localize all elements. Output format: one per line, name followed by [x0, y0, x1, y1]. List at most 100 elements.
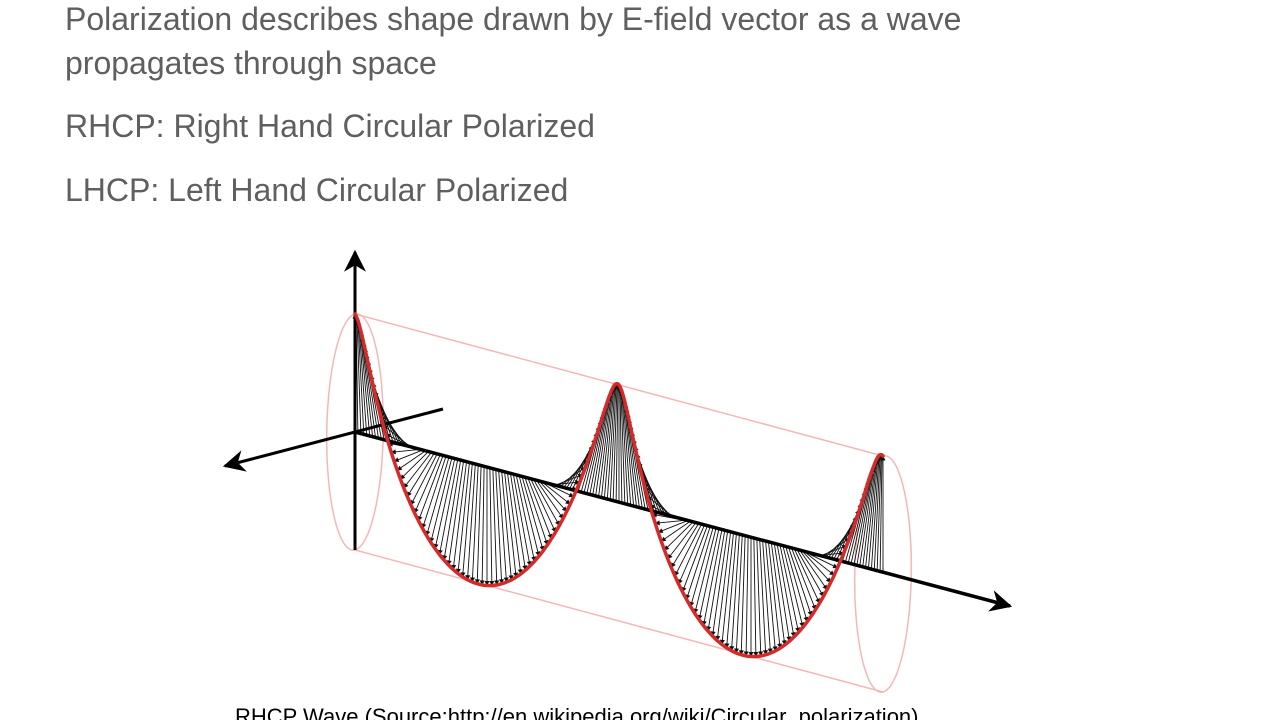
- e-field-vector: [609, 383, 619, 501]
- e-field-vector: [533, 479, 560, 526]
- bullet-polarization-definition: Polarization describes shape drawn by E-…: [65, 0, 961, 85]
- e-field-vector: [479, 466, 485, 586]
- e-field-vector: [678, 525, 705, 585]
- e-field-vector: [414, 454, 441, 514]
- e-field-vector: [800, 551, 828, 591]
- e-field-vector: [762, 541, 773, 654]
- e-field-vector: [403, 452, 432, 489]
- e-field-vector: [803, 552, 832, 583]
- e-field-vector: [425, 457, 450, 536]
- e-field-vector: [446, 461, 464, 566]
- e-field-vector: [724, 534, 737, 649]
- figure-caption: RHCP Wave (Source:http://en.wikipedia.or…: [235, 704, 919, 720]
- e-field-vector: [615, 383, 621, 503]
- e-field-vector: [507, 472, 523, 575]
- e-field-vector: [504, 472, 519, 578]
- cylinder-end-ellipse: [853, 455, 913, 693]
- e-field-vector: [710, 532, 728, 637]
- e-field-vector: [806, 553, 835, 576]
- e-field-vector: [595, 392, 613, 497]
- e-field-vector: [429, 457, 453, 543]
- cylinder-edge: [354, 549, 884, 693]
- e-field-vector: [782, 547, 805, 628]
- e-field-vector: [759, 540, 768, 656]
- e-field-vector: [689, 528, 714, 607]
- e-field-vector: [618, 388, 626, 505]
- e-field-vector: [489, 468, 495, 586]
- e-field-vector: [501, 471, 514, 581]
- e-field-vector: [359, 331, 374, 437]
- e-field-vector: [862, 460, 878, 569]
- e-field-vector: [779, 546, 801, 633]
- e-field-vector: [539, 481, 568, 512]
- e-field-vector: [667, 523, 696, 560]
- e-field-vector: [620, 394, 632, 507]
- e-field-vector: [512, 474, 532, 567]
- e-field-vector: [536, 480, 564, 520]
- e-field-vector: [515, 475, 537, 562]
- e-field-vector: [768, 543, 783, 649]
- e-field-vector: [693, 528, 717, 614]
- e-field-vector: [873, 454, 883, 572]
- e-field-vectors: [352, 313, 886, 657]
- e-field-vector: [853, 470, 874, 567]
- e-field-vector: [660, 521, 690, 542]
- e-field-vector: [521, 476, 545, 552]
- e-field-vector: [382, 424, 411, 448]
- e-field-vector: [433, 458, 456, 550]
- e-field-vector: [753, 539, 759, 657]
- e-field-vector: [774, 544, 792, 642]
- e-field-vector: [743, 537, 749, 657]
- e-field-vector: [756, 540, 764, 657]
- e-field-vector: [617, 386, 623, 504]
- e-field-vector: [495, 469, 504, 585]
- e-field-vector: [664, 522, 693, 551]
- e-field-vector: [442, 460, 462, 561]
- e-field-vector: [870, 455, 882, 571]
- e-field-vector: [785, 547, 809, 623]
- e-field-vector: [674, 524, 702, 577]
- e-field-vector: [864, 458, 879, 570]
- e-field-vector: [606, 384, 618, 500]
- e-field-vector: [356, 323, 368, 436]
- e-field-vector: [527, 478, 553, 540]
- horizontal-axis-arrow: [222, 407, 444, 472]
- e-field-vector: [465, 464, 476, 581]
- e-field-vector: [530, 479, 556, 533]
- e-field-vector: [603, 385, 617, 500]
- e-field-vector: [619, 390, 629, 506]
- e-field-vector: [600, 387, 615, 499]
- bullet-rhcp: RHCP: Right Hand Circular Polarized: [65, 108, 595, 144]
- e-field-vector: [474, 465, 482, 585]
- e-field-vector: [470, 465, 479, 583]
- e-field-vector: [715, 532, 731, 641]
- e-field-vector: [357, 327, 371, 436]
- e-field-vector: [354, 317, 362, 434]
- e-field-vector: [809, 553, 839, 569]
- bullet-line: Polarization describes shape drawn by E-…: [65, 1, 962, 37]
- e-field-vector: [729, 535, 740, 652]
- e-field-vector: [498, 470, 509, 583]
- e-field-vector: [738, 536, 746, 656]
- e-field-vector: [706, 531, 726, 632]
- e-field-vector: [492, 469, 500, 586]
- e-field-vector: [451, 461, 467, 570]
- e-field-vector: [510, 473, 528, 571]
- e-field-vector: [719, 533, 734, 645]
- e-field-vector: [657, 520, 687, 533]
- e-field-vector: [592, 395, 611, 496]
- e-field-vector: [406, 453, 435, 497]
- e-field-vector: [879, 454, 885, 574]
- e-field-vector: [788, 548, 813, 617]
- e-field-vector: [589, 399, 610, 496]
- e-field-vector: [621, 398, 635, 507]
- e-field-vector: [410, 453, 438, 506]
- e-field-vector: [623, 402, 638, 508]
- e-field-vector: [701, 530, 723, 627]
- e-field-vector: [797, 550, 824, 597]
- e-field-vector: [859, 463, 877, 568]
- e-field-vector: [598, 389, 614, 498]
- e-field-vector: [776, 545, 796, 638]
